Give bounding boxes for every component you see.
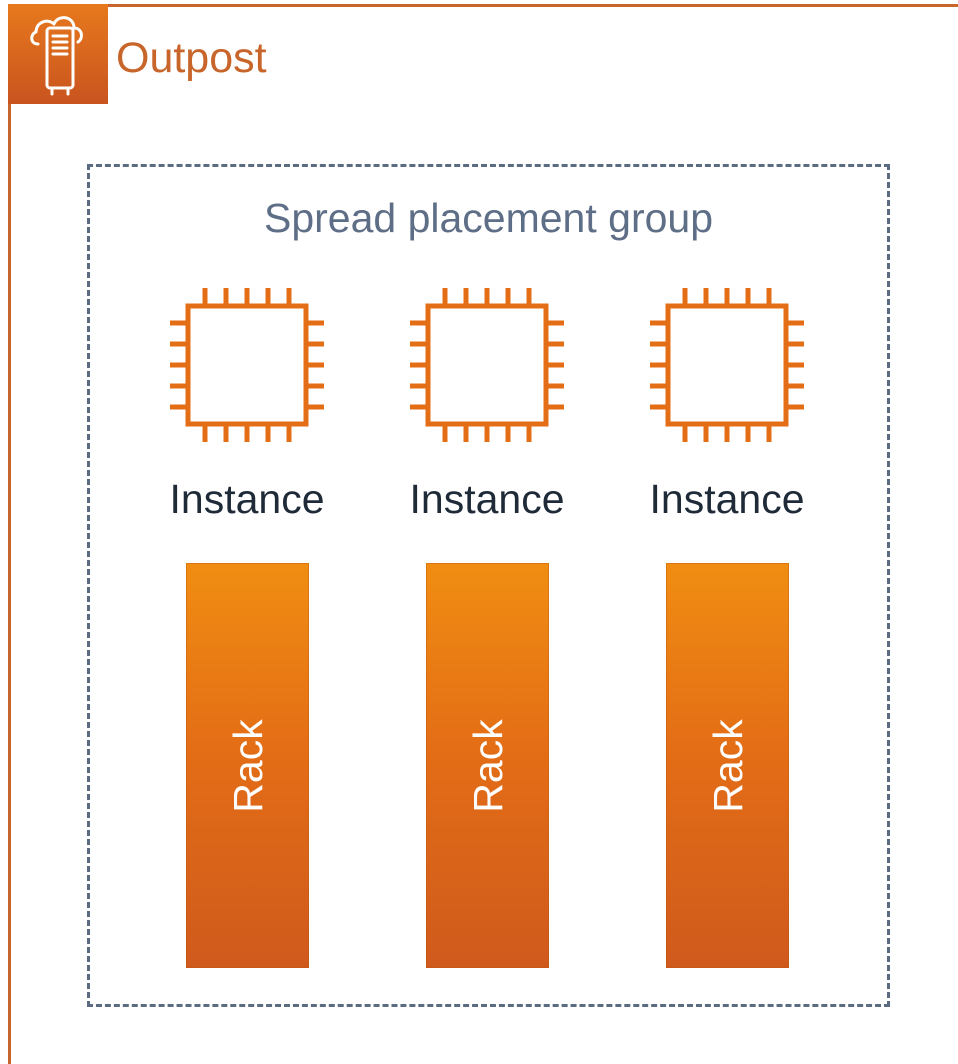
rack-label: Rack	[704, 718, 751, 813]
ec2-instance-icon	[650, 288, 804, 442]
spread-placement-group	[87, 164, 890, 1007]
instance-label-1: Instance	[169, 476, 325, 522]
rack-1: Rack	[186, 563, 309, 968]
outpost-badge	[8, 4, 108, 104]
outpost-title: Outpost	[116, 34, 267, 82]
instance-label-3: Instance	[649, 476, 805, 522]
instance-label-2: Instance	[409, 476, 565, 522]
ec2-instance-icon	[410, 288, 564, 442]
rack-2: Rack	[426, 563, 549, 968]
rack-label: Rack	[464, 718, 511, 813]
rack-label: Rack	[224, 718, 271, 813]
ec2-instance-icon	[170, 288, 324, 442]
outpost-icon	[30, 16, 83, 96]
rack-3: Rack	[666, 563, 789, 968]
placement-group-title: Spread placement group	[263, 195, 714, 241]
outpost-container	[8, 4, 958, 1064]
